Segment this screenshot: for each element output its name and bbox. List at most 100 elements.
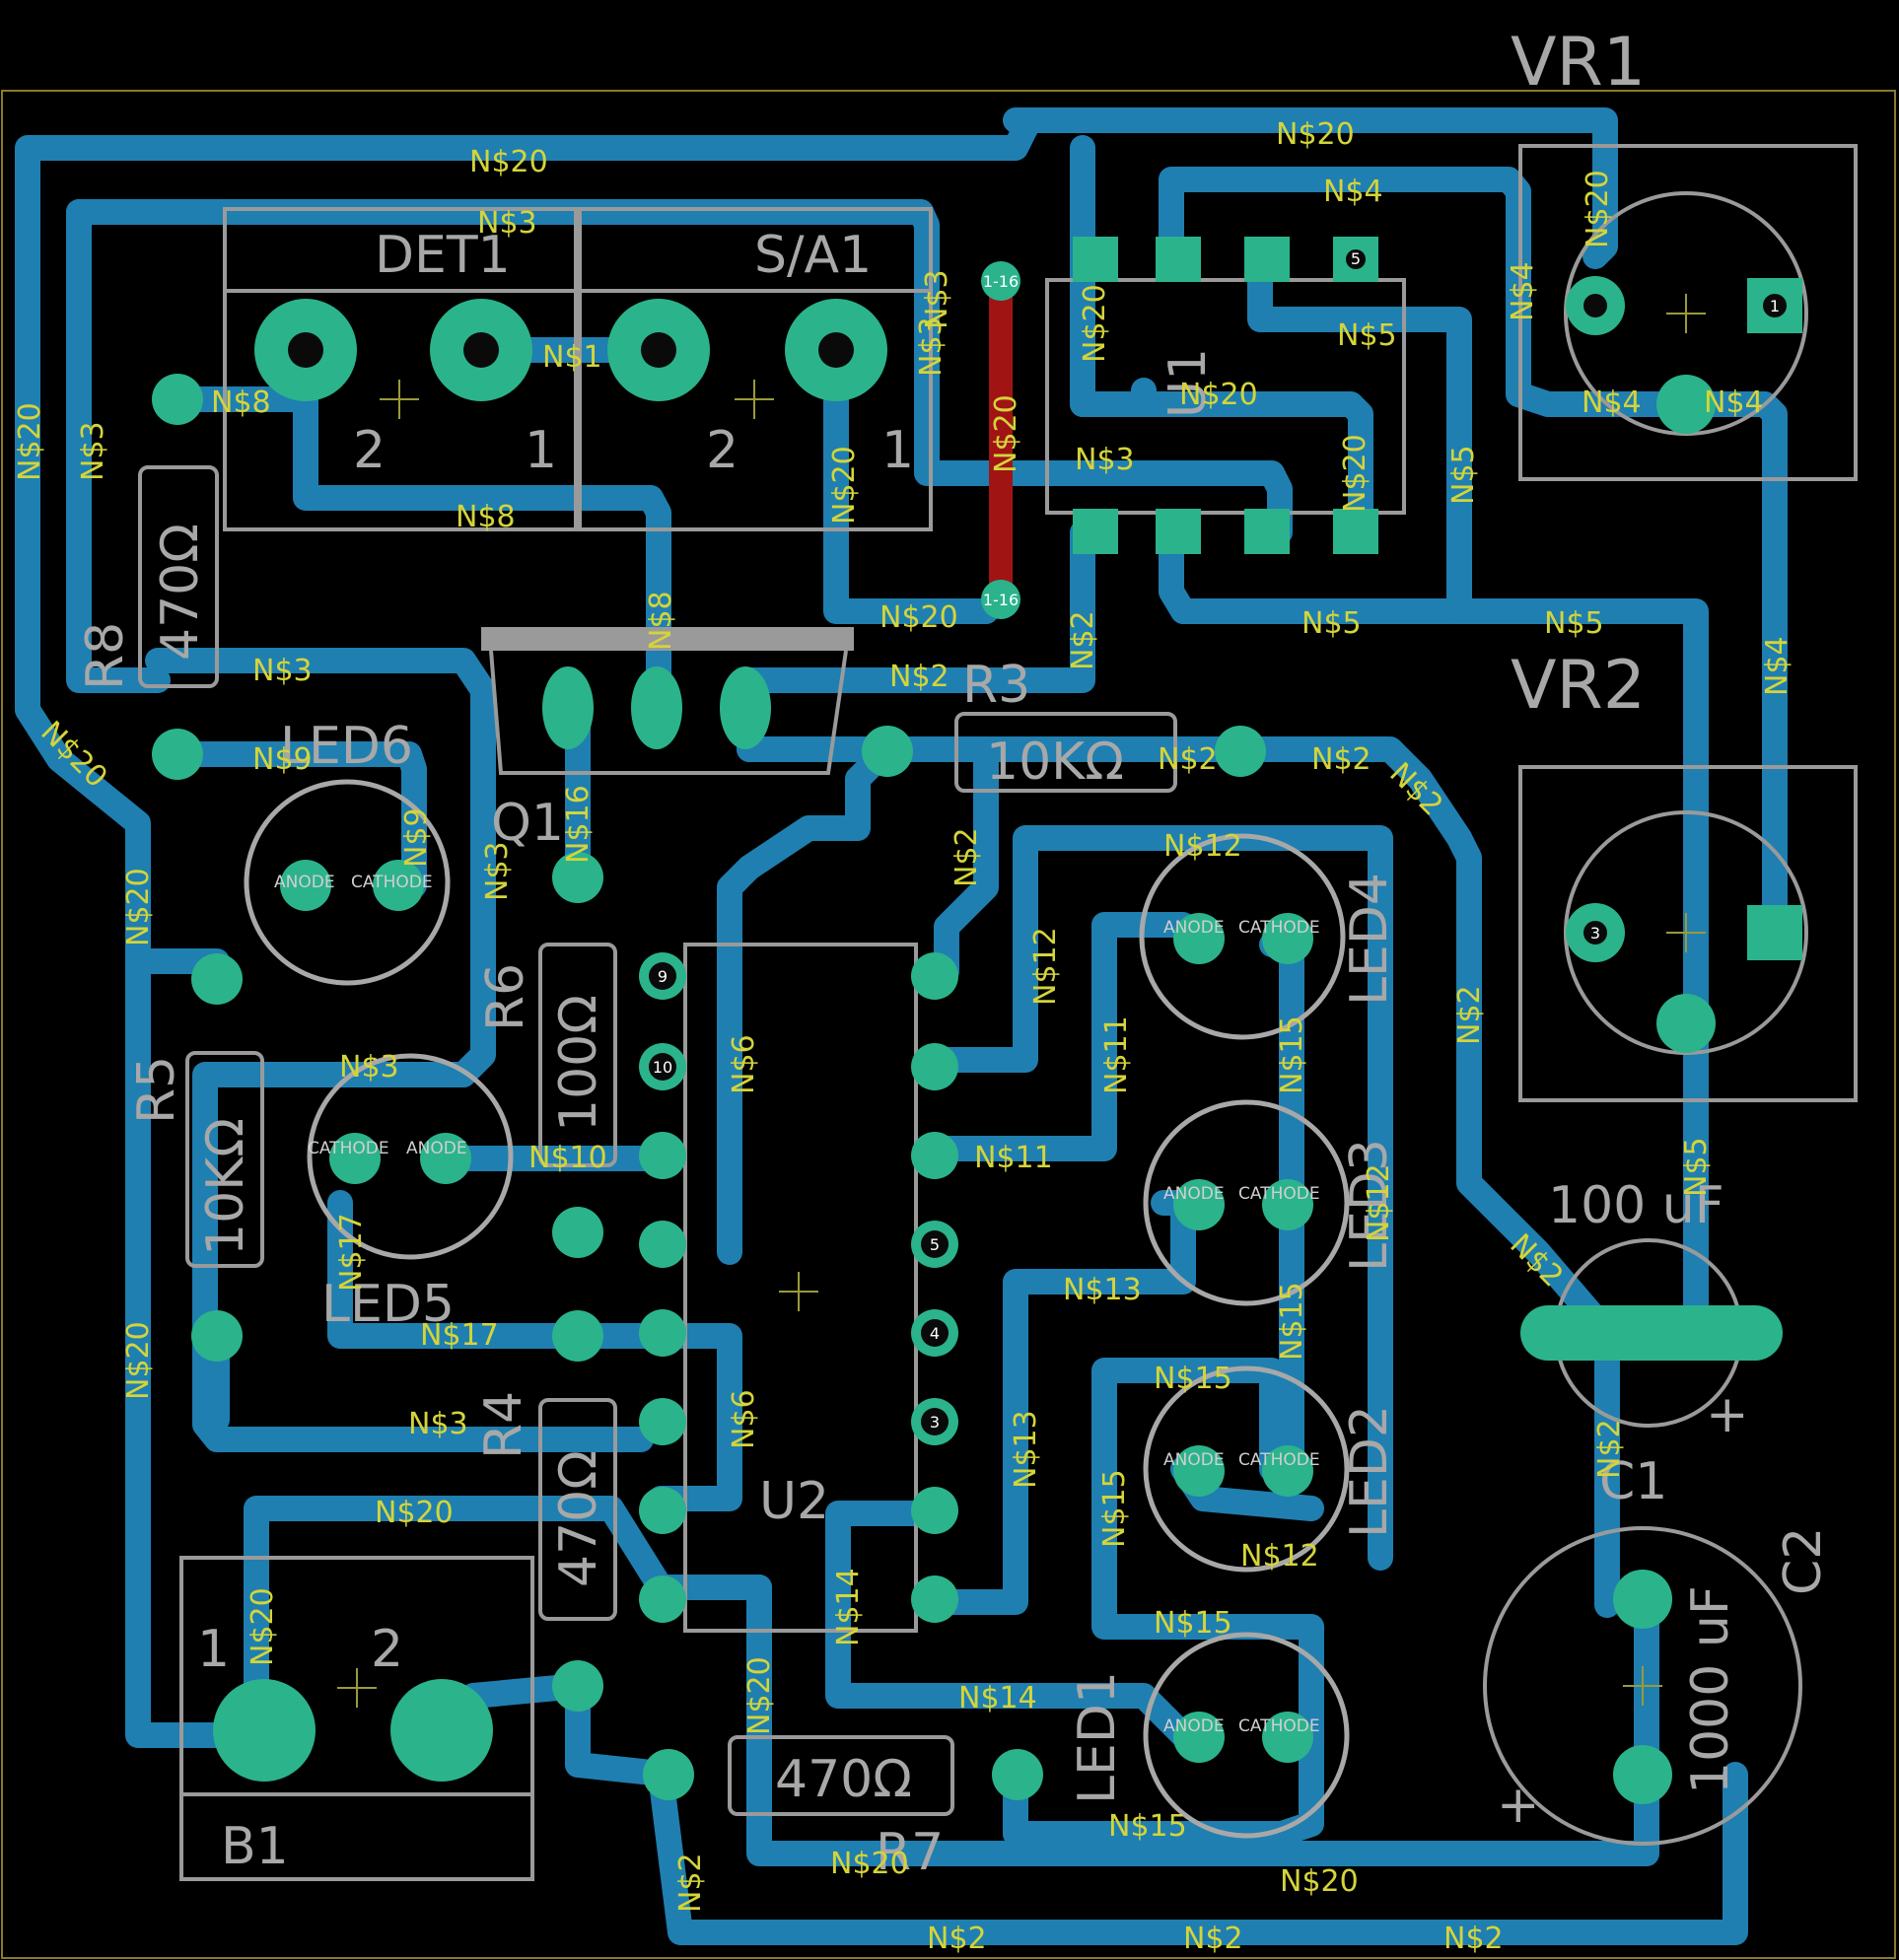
net-label: N$12 [1240,1539,1319,1574]
led2-cathode: CATHODE [1238,1450,1320,1470]
net-label: N$15 [1275,1282,1309,1361]
ref-led4: LED4 [1340,873,1399,1006]
net-label: N$20 [121,1321,156,1400]
val-r7: 470Ω [775,1750,912,1809]
net-label: N$20 [742,1656,777,1735]
net-label: N$4 [1582,385,1642,420]
net-label: N$8 [644,591,678,651]
net-label: N$12 [1163,829,1242,864]
led1-anode: ANODE [1163,1716,1225,1736]
led2-anode: ANODE [1163,1450,1225,1470]
net-label: N$3 [1075,443,1135,477]
net-label: N$17 [420,1318,499,1353]
ref-r6: R6 [476,963,535,1031]
net-label: N$4 [1760,636,1794,696]
net-label: N$3 [408,1407,468,1441]
led6-cathode: CATHODE [351,873,433,892]
ref-vr1: VR1 [1511,24,1646,102]
net-label: N$5 [1337,318,1397,353]
net-label: N$14 [831,1568,866,1646]
led1-cathode: CATHODE [1238,1716,1320,1736]
net-label: N$8 [211,385,271,420]
net-label: N$20 [1338,434,1372,513]
led4-cathode: CATHODE [1238,918,1320,938]
net-label: N$4 [1506,261,1540,321]
net-label: N$20 [1078,284,1112,363]
c1-plus-label: + [1706,1385,1749,1444]
net-label: N$5 [1446,445,1481,505]
net-label: N$3 [252,654,313,688]
net-label: N$3 [339,1050,399,1085]
net-label: N$2 [927,1922,987,1956]
net-label: N$5 [1679,1137,1714,1197]
net-label: N$15 [1275,1015,1309,1094]
board-outline [1,90,1896,1959]
net-label: N$4 [1704,385,1764,420]
net-label: N$2 [889,660,950,694]
ref-vr2: VR2 [1511,647,1646,725]
net-label: N$1 [542,340,602,375]
net-label: N$15 [1154,1606,1232,1641]
u2-pin4: 4 [930,1324,940,1343]
net-label: N$16 [561,785,596,864]
ref-r7: R7 [876,1823,944,1882]
val-r4: 470Ω [549,1450,608,1587]
net-label: N$3 [480,841,515,901]
net-label: N$20 [827,446,862,525]
net-label: N$4 [1323,175,1383,209]
led3-cathode: CATHODE [1238,1184,1320,1204]
u2-pin10: 10 [653,1058,672,1077]
net-label: N$12 [1362,1163,1396,1242]
net-label: N$20 [1179,378,1258,412]
net-label: N$15 [1097,1469,1132,1548]
net-label: N$15 [1154,1362,1232,1396]
net-label: N$11 [1099,1015,1134,1094]
net-label: N$6 [727,1034,761,1094]
ref-led5: LED5 [321,1275,455,1334]
b1-pin1-label: 1 [197,1620,230,1679]
jumper-label-bottom: 1-16 [983,591,1019,609]
ref-c2: C2 [1774,1527,1833,1595]
val-r6: 100Ω [549,995,608,1132]
ref-r3: R3 [962,656,1030,715]
net-label: N$20 [1280,1864,1359,1899]
net-label: N$20 [1581,170,1615,248]
vr1-pin1: 1 [1770,297,1780,315]
ref-led6: LED6 [280,717,413,776]
ref-sa1: S/A1 [754,226,872,285]
ref-r4: R4 [474,1391,533,1459]
net-label: N$5 [1544,606,1604,641]
net-label: N$14 [958,1681,1037,1715]
led5-anode: ANODE [406,1139,467,1158]
det1-pin1-label: 1 [525,421,557,480]
u2-pin3: 3 [930,1413,940,1432]
net-label: N$2 [1311,742,1372,777]
ref-b1: B1 [221,1817,289,1876]
net-label: N$6 [727,1389,761,1449]
ref-r5: R5 [127,1056,186,1124]
net-label: N$13 [1063,1273,1142,1307]
ref-led2: LED2 [1340,1405,1399,1538]
net-label: N$20 [830,1847,909,1881]
net-label: N$10 [528,1141,607,1175]
net-label: N$20 [246,1587,280,1666]
net-label: N$2 [1452,985,1487,1045]
ref-led1: LED1 [1068,1671,1127,1804]
pads [152,237,1802,1804]
ref-c1: C1 [1599,1452,1667,1511]
ref-u1: U1 [1159,348,1218,418]
led5-cathode: CATHODE [308,1139,389,1158]
net-label: N$20 [469,145,548,179]
net-label: N$2 [950,827,984,887]
led3-anode: ANODE [1163,1184,1225,1204]
vr2-pin3: 3 [1590,924,1600,943]
val-c1: 100 uF [1548,1176,1724,1235]
net-label: N$13 [1009,1410,1043,1489]
c2-plus-label: + [1497,1776,1540,1835]
val-r3: 10KΩ [986,733,1124,792]
sa1-pin1-label: 1 [881,421,914,480]
ref-det1: DET1 [375,226,511,285]
net-label: N$20 [121,868,156,946]
net-label: N$20 [13,402,47,481]
